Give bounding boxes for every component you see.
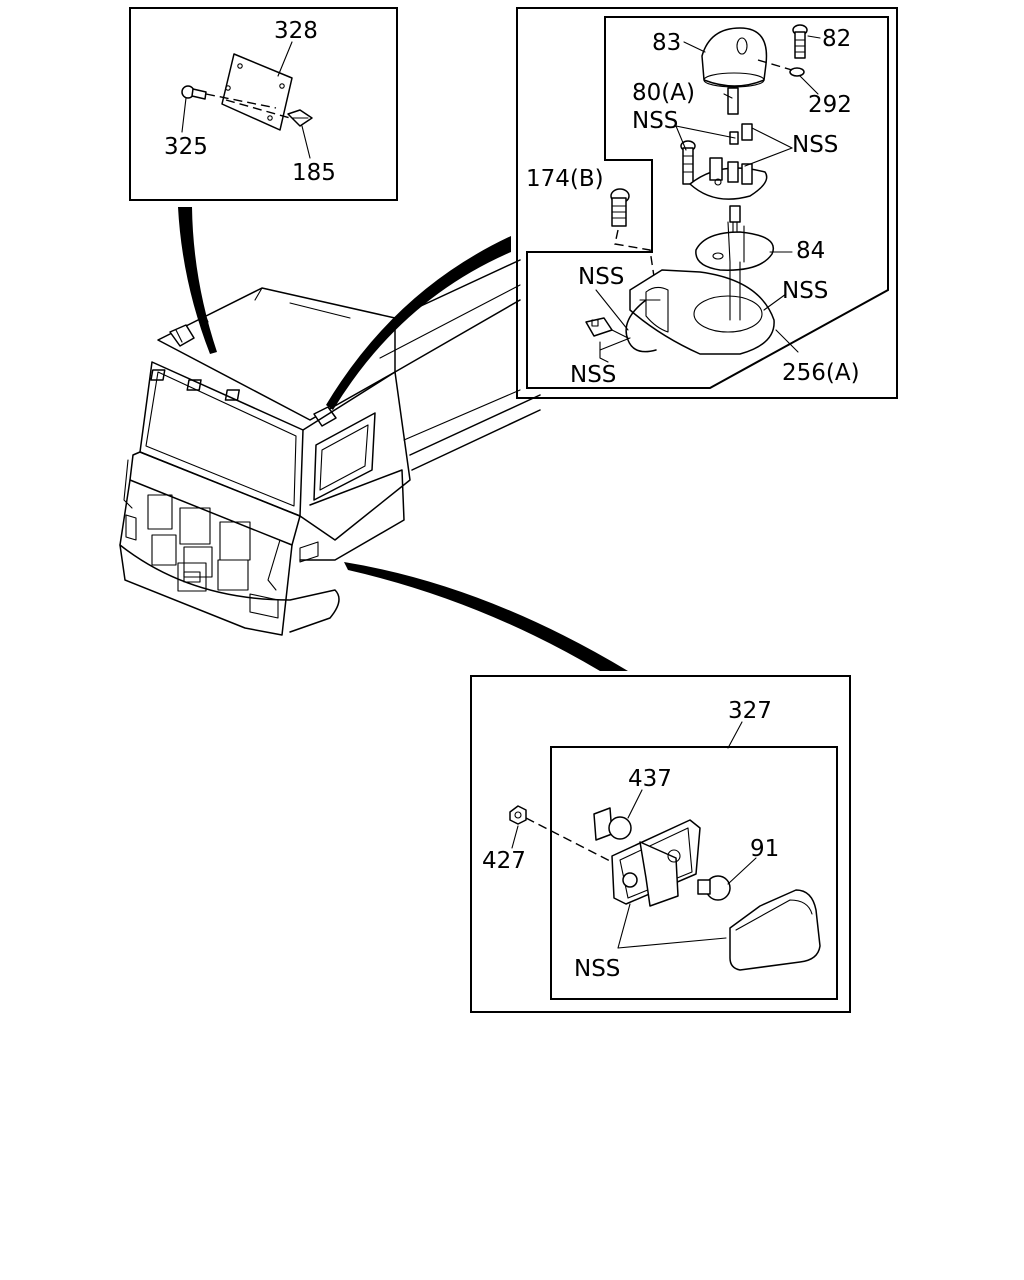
callout-leader-bottom [344,562,628,671]
label-91: 91 [750,836,779,862]
clip-185-drawing [287,109,313,127]
label-328: 328 [274,18,318,44]
bolt-174b-drawing [610,188,630,227]
label-84: 84 [796,238,825,264]
washer-292-drawing [789,67,805,77]
socket-437-drawing [593,807,632,841]
detail-frame-bottom [470,675,851,1013]
label-nss-left: NSS [632,108,678,134]
label-82: 82 [822,26,851,52]
plate-328-drawing [221,53,293,131]
detail-frame-top-left [129,7,398,201]
label-nss-harness: NSS [578,264,624,290]
detail-inner-frame-bottom [550,746,838,1000]
label-437: 437 [628,766,672,792]
detail-side-lamp: 327 437 91 427 NSS [470,675,851,1013]
label-292: 292 [808,92,852,118]
detail-plate-bracket: 328 325 185 [129,7,398,201]
nss-screw-left [680,140,696,185]
detail-marker-lamp: 83 82 80(A) 292 NSS NSS 174(B) 84 NSS NS… [516,7,898,399]
label-nss-bottom: NSS [574,956,620,982]
label-80a: 80(A) [632,80,695,106]
screw-325-drawing [181,85,207,100]
pin-80a-drawing [727,87,739,115]
label-nss-right: NSS [792,132,838,158]
label-174b: 174(B) [526,166,604,192]
detail-frame-top-right [516,7,898,399]
label-325: 325 [164,134,208,160]
label-nss-connector: NSS [570,362,616,388]
bulb-91-drawing [697,875,731,901]
gasket-84-drawing [695,221,774,271]
lamp-base-256a-drawing [629,261,775,355]
label-327: 327 [728,698,772,724]
label-256a: 256(A) [782,360,860,386]
lamp-base-plate [689,157,768,200]
callout-leader-top-left [178,207,217,354]
label-83: 83 [652,30,681,56]
dome-lens-83-drawing [701,27,768,88]
lamp-housing-drawing [611,819,701,907]
callout-leader-top-right [326,236,511,410]
label-427: 427 [482,848,526,874]
lamp-lens-drawing [729,889,821,971]
roof-marker-lamp-left [169,324,195,347]
detail-inner-border-top-right [526,16,889,389]
front-plate [177,562,207,592]
screw-82-drawing [792,24,808,59]
connector-drawing [585,317,613,337]
truck-cab-drawing [119,259,541,636]
nut-427-drawing [509,805,527,825]
label-nss-base: NSS [782,278,828,304]
label-185: 185 [292,160,336,186]
